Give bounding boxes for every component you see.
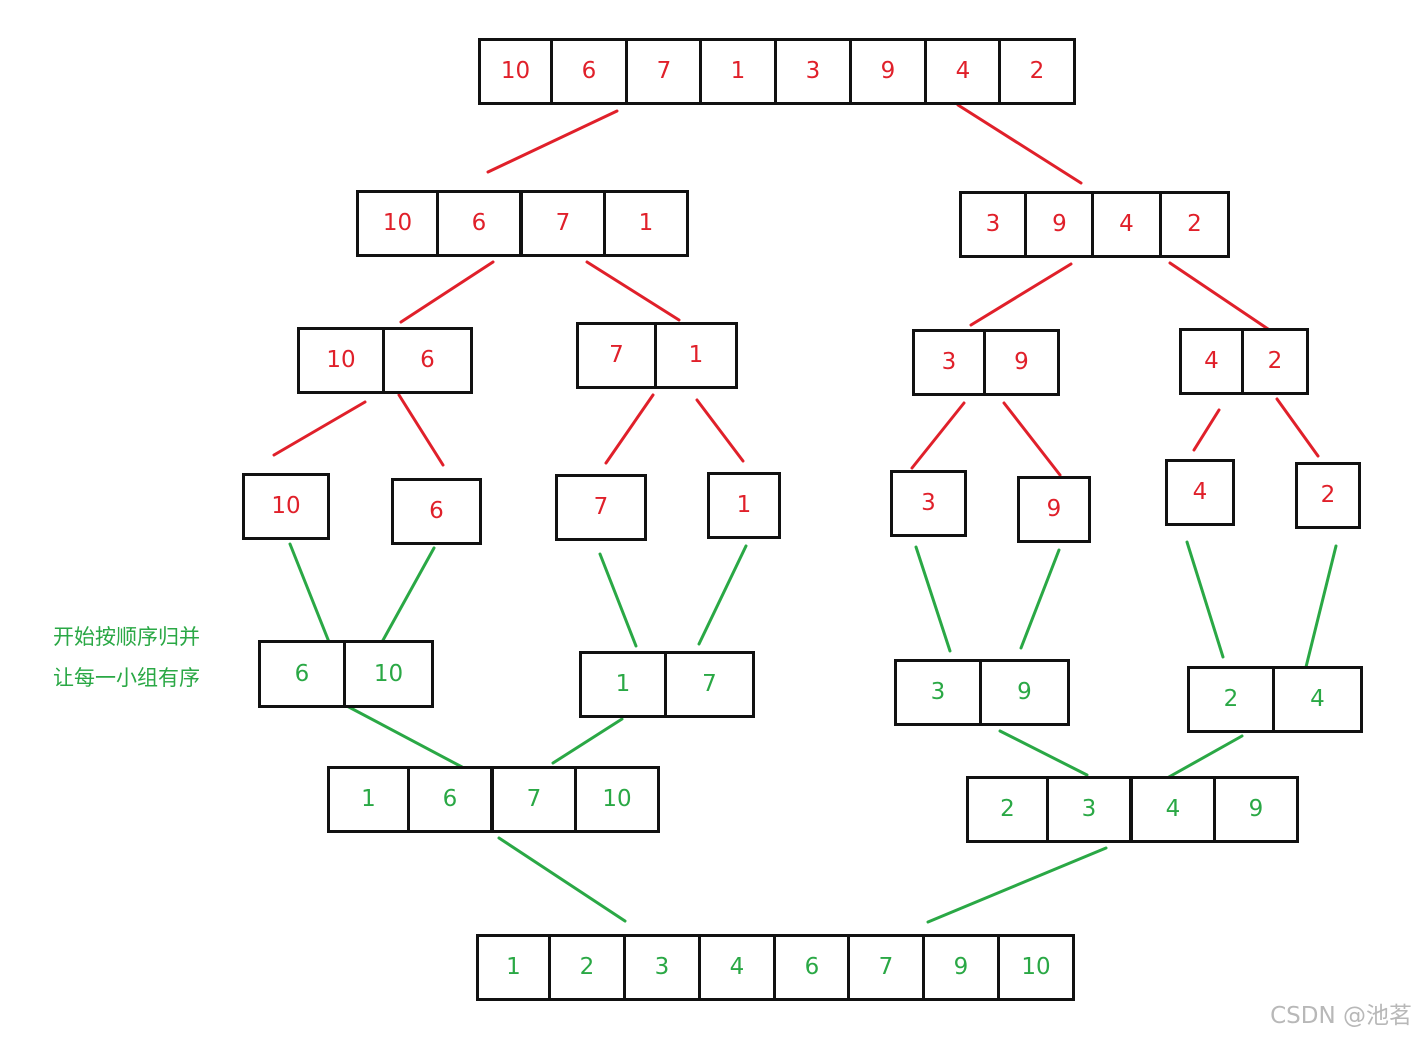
watermark: CSDN @池茗 xyxy=(1270,1003,1412,1029)
split-connector-11 xyxy=(1002,401,1062,477)
array-cell-L-2: 7 xyxy=(520,190,606,257)
array-cell-root-3: 1 xyxy=(699,38,777,105)
annotation-line-2: 让每一小组有序 xyxy=(53,666,200,690)
array-cell-mL-2: 7 xyxy=(491,766,577,833)
array-cell-R-3: 2 xyxy=(1159,191,1230,258)
array-cell-m4-0: 2 xyxy=(1187,666,1275,733)
split-connector-6 xyxy=(272,400,367,457)
split-connector-4 xyxy=(969,262,1073,327)
merge-connector-18 xyxy=(914,545,952,653)
array-cell-root-2: 7 xyxy=(625,38,703,105)
array-cell-final-7: 10 xyxy=(997,934,1075,1001)
array-cell-R-1: 9 xyxy=(1024,191,1095,258)
array-cell-LR-0: 7 xyxy=(576,322,657,389)
split-connector-1 xyxy=(956,103,1083,185)
merge-connector-25 xyxy=(1158,734,1244,784)
merge-connector-24 xyxy=(998,729,1089,777)
array-cell-mR-1: 3 xyxy=(1046,776,1132,843)
array-cell-final-6: 9 xyxy=(922,934,1000,1001)
array-cell-RR-1: 2 xyxy=(1241,328,1309,395)
merge-connector-22 xyxy=(343,703,464,769)
array-cell-s2-0: 2 xyxy=(1295,462,1361,529)
split-connector-9 xyxy=(695,398,745,463)
array-cell-mR-2: 4 xyxy=(1130,776,1216,843)
array-cell-mR-3: 9 xyxy=(1213,776,1299,843)
array-cell-s9-0: 9 xyxy=(1017,476,1091,543)
array-cell-mR-0: 2 xyxy=(966,776,1049,843)
merge-connector-20 xyxy=(1185,540,1225,659)
array-cell-s4-0: 4 xyxy=(1165,459,1235,526)
array-cell-final-3: 4 xyxy=(698,934,776,1001)
array-cell-root-0: 10 xyxy=(478,38,553,105)
merge-connector-17 xyxy=(697,544,748,646)
array-cell-s1-0: 1 xyxy=(707,472,781,539)
merge-annotation: 开始按顺序归并 让每一小组有序 xyxy=(53,617,200,699)
split-connector-13 xyxy=(1275,397,1320,458)
merge-connector-15 xyxy=(380,546,436,644)
merge-connector-23 xyxy=(551,717,624,765)
merge-connector-21 xyxy=(1304,544,1338,669)
merge-connector-14 xyxy=(288,542,331,644)
array-cell-LR-1: 1 xyxy=(654,322,738,389)
array-cell-final-0: 1 xyxy=(476,934,551,1001)
array-cell-L-1: 6 xyxy=(436,190,522,257)
array-cell-root-7: 2 xyxy=(998,38,1076,105)
array-cell-root-1: 6 xyxy=(550,38,628,105)
array-cell-R-0: 3 xyxy=(959,191,1027,258)
merge-connector-27 xyxy=(926,846,1108,924)
array-cell-s7-0: 7 xyxy=(555,474,647,541)
array-cell-L-3: 1 xyxy=(603,190,689,257)
array-cell-final-5: 7 xyxy=(847,934,925,1001)
array-cell-RR-0: 4 xyxy=(1179,328,1244,395)
merge-connector-19 xyxy=(1019,548,1061,650)
merge-connector-16 xyxy=(598,552,638,648)
array-cell-mL-0: 1 xyxy=(327,766,410,833)
merge-connector-26 xyxy=(497,836,627,923)
array-cell-mL-3: 10 xyxy=(574,766,660,833)
annotation-line-1: 开始按顺序归并 xyxy=(53,625,200,649)
array-cell-m2-1: 7 xyxy=(664,651,755,718)
array-cell-m1-1: 10 xyxy=(343,640,434,708)
array-cell-root-4: 3 xyxy=(774,38,852,105)
array-cell-m3-1: 9 xyxy=(979,659,1070,726)
array-cell-LL-0: 10 xyxy=(297,327,385,394)
split-connector-0 xyxy=(486,109,619,174)
array-cell-final-1: 2 xyxy=(548,934,626,1001)
array-cell-root-5: 9 xyxy=(849,38,927,105)
array-cell-final-2: 3 xyxy=(623,934,701,1001)
array-cell-RL-0: 3 xyxy=(912,329,986,396)
array-cell-m2-0: 1 xyxy=(579,651,667,718)
array-cell-s3-0: 3 xyxy=(890,470,967,537)
split-connector-7 xyxy=(397,393,445,467)
array-cell-s6-0: 6 xyxy=(391,478,482,545)
array-cell-RL-1: 9 xyxy=(983,329,1060,396)
split-connector-10 xyxy=(910,401,966,470)
array-cell-mL-1: 6 xyxy=(407,766,493,833)
split-connector-3 xyxy=(585,260,681,322)
array-cell-R-2: 4 xyxy=(1091,191,1162,258)
split-connector-12 xyxy=(1192,408,1221,452)
array-cell-m3-0: 3 xyxy=(894,659,982,726)
split-connector-2 xyxy=(399,260,495,324)
split-connector-5 xyxy=(1168,261,1270,331)
array-cell-s10-0: 10 xyxy=(242,473,330,540)
split-connector-8 xyxy=(604,393,655,465)
array-cell-LL-1: 6 xyxy=(382,327,473,394)
array-cell-m1-0: 6 xyxy=(258,640,346,708)
array-cell-m4-1: 4 xyxy=(1272,666,1363,733)
array-cell-final-4: 6 xyxy=(773,934,851,1001)
array-cell-root-6: 4 xyxy=(924,38,1002,105)
array-cell-L-0: 10 xyxy=(356,190,439,257)
